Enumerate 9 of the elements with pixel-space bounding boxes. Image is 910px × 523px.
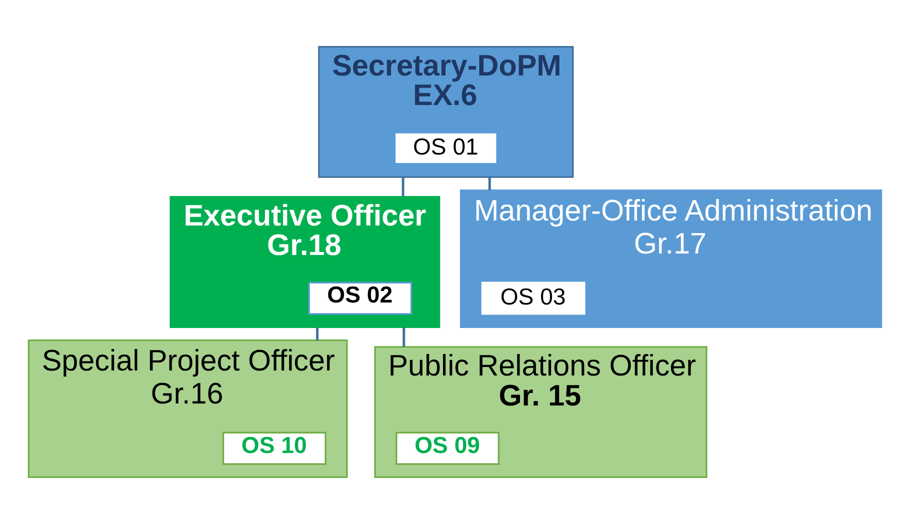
connector [402, 176, 404, 196]
node-box: OS 09 [396, 431, 500, 464]
connector [402, 326, 406, 346]
node-box: OS 10 [222, 431, 326, 464]
connector [488, 176, 491, 190]
connector [316, 326, 319, 340]
node-box: OS 02 [308, 281, 412, 314]
node-box: OS 01 [394, 131, 498, 164]
node-box: OS 03 [481, 281, 586, 314]
